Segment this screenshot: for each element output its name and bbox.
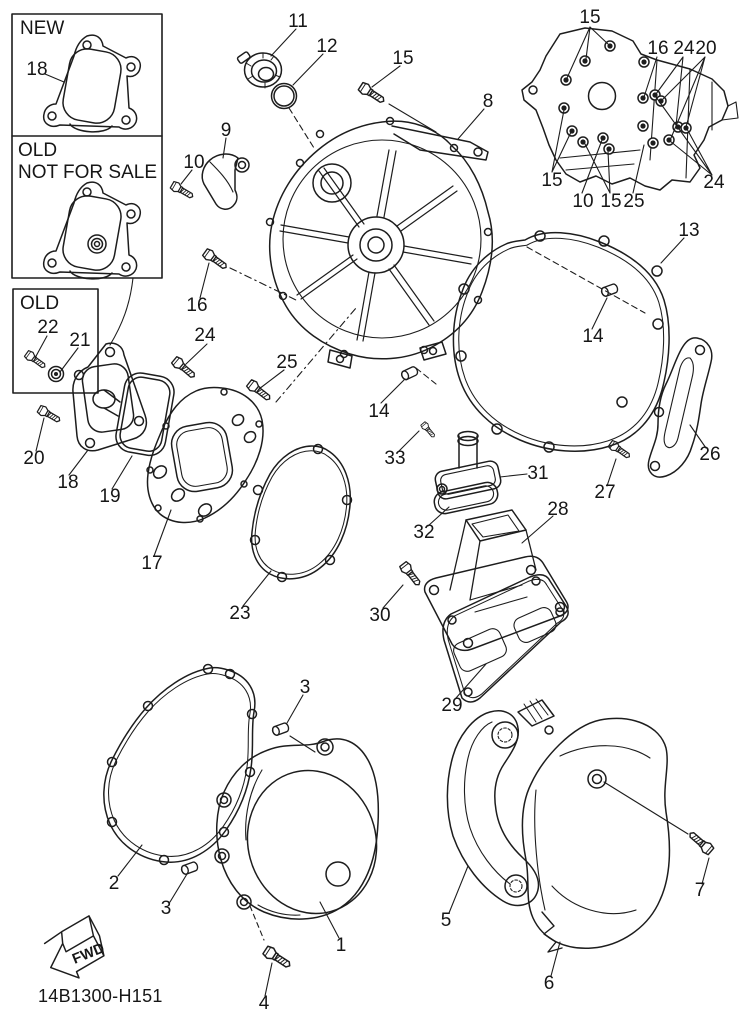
thermostat-housing-31	[434, 430, 502, 500]
gasket-13	[452, 230, 670, 453]
callout-27: 27	[594, 482, 616, 503]
callout-15: 15	[541, 170, 563, 191]
bolt-10	[169, 179, 196, 202]
o-ring-12	[270, 82, 298, 110]
inset-old-label: OLD	[18, 140, 58, 161]
callout-21: 21	[69, 330, 91, 351]
gasket-29	[442, 574, 569, 703]
gasket-19	[115, 372, 175, 457]
fwd-arrow: FWD	[43, 915, 107, 979]
callout-22: 22	[37, 317, 59, 338]
fan-leaders	[551, 26, 713, 194]
bolt-7	[685, 828, 716, 857]
washer-21	[47, 365, 65, 383]
oil-filler-cap-11	[236, 51, 283, 89]
callout-19: 19	[99, 486, 121, 507]
callout-16: 16	[186, 295, 208, 316]
callout-14: 14	[368, 401, 390, 422]
callout-24: 24	[194, 325, 216, 346]
callout-2: 2	[108, 873, 120, 894]
callout-24: 24	[673, 38, 695, 59]
gasket-23	[249, 443, 353, 583]
gasket-2	[103, 663, 258, 866]
callout-33: 33	[384, 448, 406, 469]
fwd-label: FWD	[70, 940, 107, 967]
bolt-30	[398, 560, 424, 589]
callout-25: 25	[276, 352, 298, 373]
stator-cover-17	[146, 386, 264, 524]
callout-3: 3	[299, 677, 311, 698]
callout-10: 10	[183, 152, 205, 173]
dowel-14-right	[599, 282, 620, 298]
callout-17: 17	[141, 553, 163, 574]
callout-5: 5	[440, 910, 452, 931]
leader-inset-to-part18	[109, 277, 134, 346]
inset-new-label: NEW	[20, 18, 65, 39]
callout-9: 9	[220, 120, 232, 141]
inset-box-old-small	[12, 288, 99, 394]
callout-24: 24	[703, 172, 725, 193]
callout-1: 1	[335, 935, 347, 956]
callout-15: 15	[579, 7, 601, 28]
drawing-code: 14B1300-H151	[38, 986, 163, 1006]
bolt-24	[170, 355, 199, 382]
gasket-32	[433, 481, 499, 515]
bolt-16	[201, 247, 230, 273]
callout-20: 20	[695, 38, 717, 59]
callout-4: 4	[258, 993, 270, 1014]
callout-31: 31	[527, 463, 549, 484]
bolt-4	[261, 944, 294, 972]
callout-8: 8	[482, 91, 494, 112]
callout-28: 28	[547, 499, 569, 520]
bracket-9	[201, 153, 250, 210]
callout-23: 23	[229, 603, 251, 624]
callout-11: 11	[288, 11, 308, 32]
callout-3: 3	[160, 898, 172, 919]
dowel-3-top	[270, 721, 291, 737]
bolt-20	[36, 403, 63, 426]
gasket-26	[647, 337, 713, 478]
inset-not-for-sale-label: NOT FOR SALE	[18, 162, 158, 183]
bolt-22	[23, 349, 49, 372]
sprocket-cover-6	[521, 717, 671, 953]
callout-18-inset: 18	[26, 59, 48, 80]
callout-10: 10	[572, 191, 594, 212]
bracket-5	[446, 698, 555, 907]
generator-cover-1	[214, 738, 379, 920]
engine-case-rear-view	[521, 27, 739, 191]
callout-16: 16	[647, 38, 669, 59]
callout-6: 6	[543, 973, 555, 994]
callout-32: 32	[413, 522, 435, 543]
callout-18: 18	[57, 472, 79, 493]
bolt-33	[419, 420, 438, 440]
inset-old-small-label: OLD	[20, 293, 60, 314]
callout-20: 20	[23, 448, 45, 469]
callout-30: 30	[369, 605, 391, 626]
part-18-new-drawing	[42, 34, 142, 133]
crankcase-cover-8	[265, 116, 493, 369]
callout-7: 7	[694, 880, 706, 901]
callout-29: 29	[441, 695, 463, 716]
callout-13: 13	[678, 220, 700, 241]
part-18-old-drawing	[42, 181, 142, 280]
callout-12: 12	[316, 36, 338, 57]
bolt-15	[356, 80, 388, 107]
breather-cover-28	[423, 509, 569, 652]
callout-15: 15	[600, 191, 622, 212]
callout-25: 25	[623, 191, 645, 212]
callout-26: 26	[699, 444, 721, 465]
callout-14: 14	[582, 326, 604, 347]
inset-box-new-old	[11, 13, 163, 280]
callout-15: 15	[392, 48, 414, 69]
part-18-cover	[72, 342, 148, 452]
dowel-3-bottom	[179, 860, 200, 876]
